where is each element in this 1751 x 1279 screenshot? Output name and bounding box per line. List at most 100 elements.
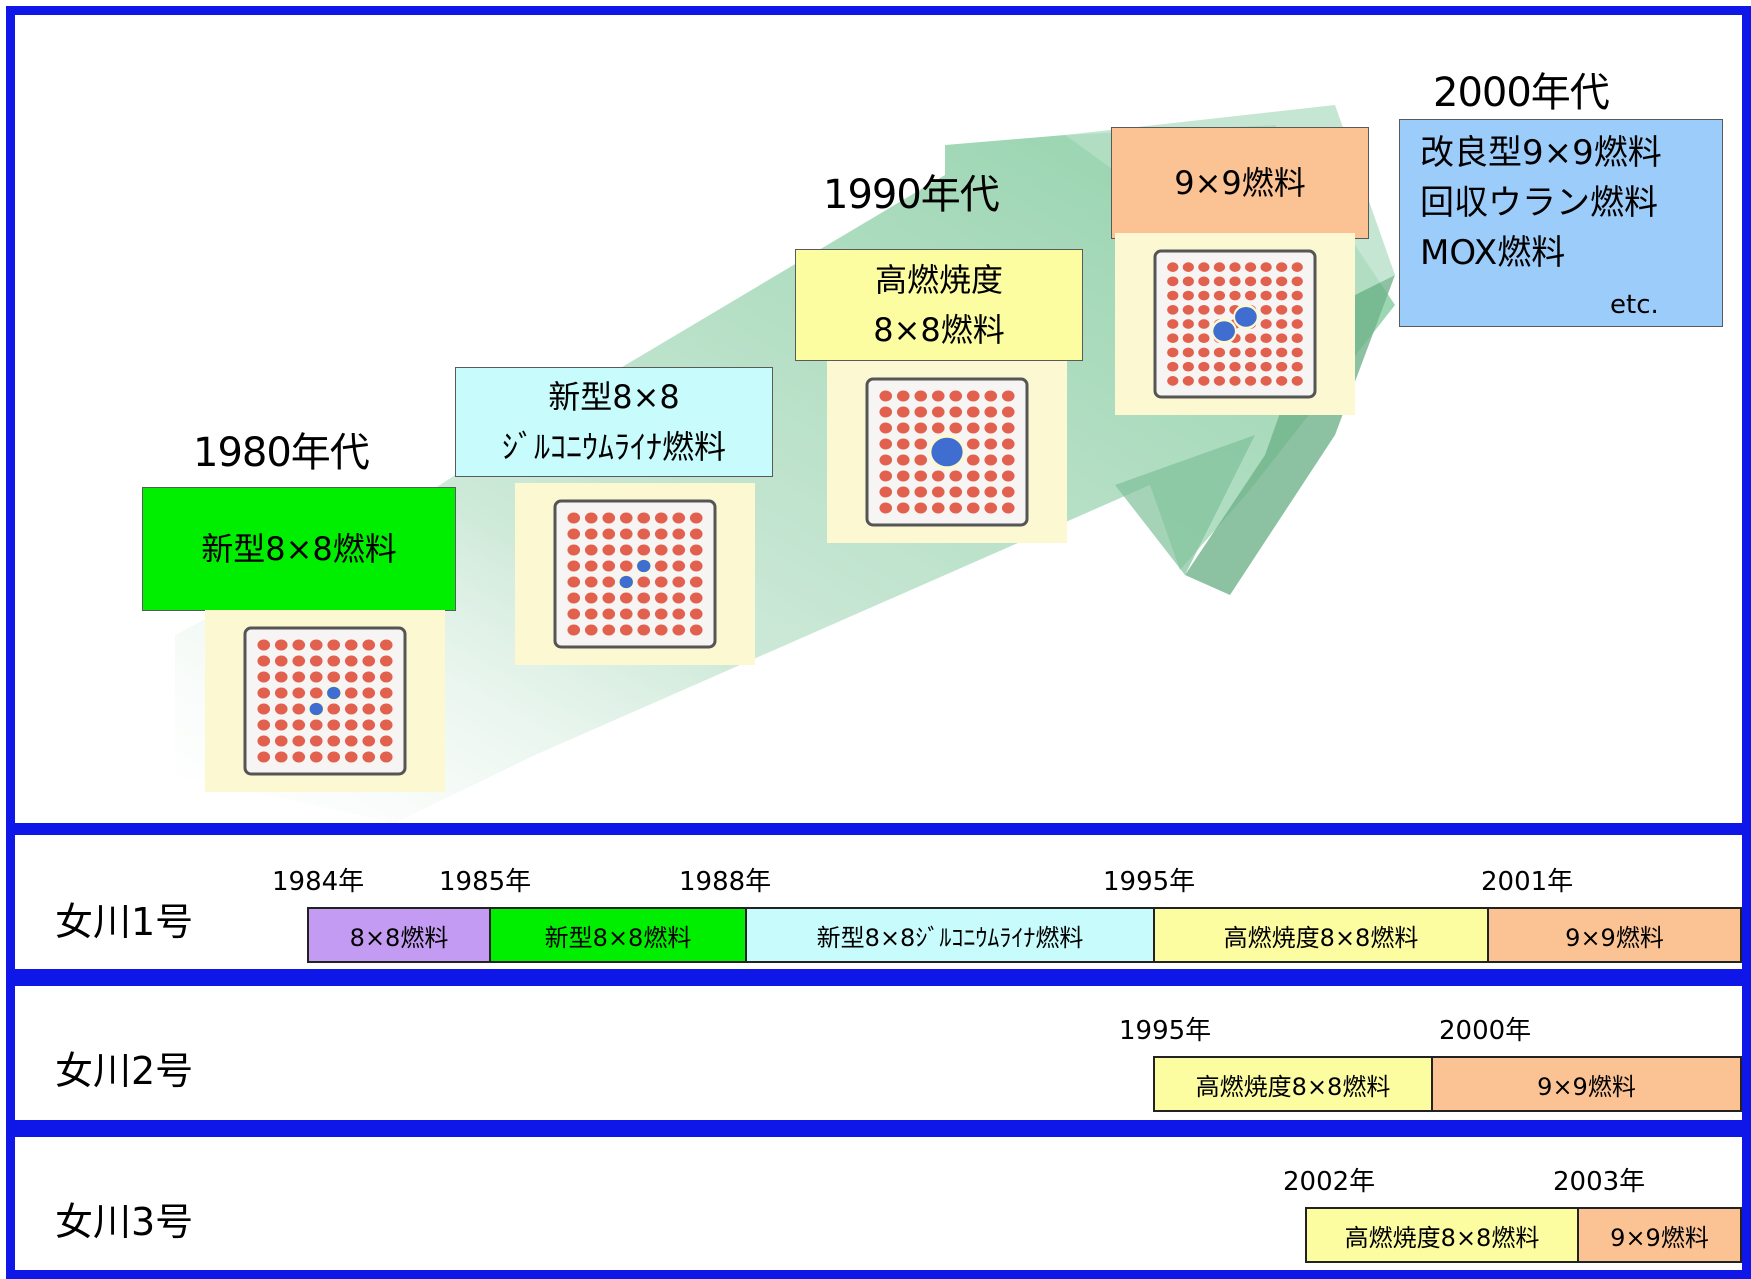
fuel-rod-dot: [619, 624, 633, 636]
fuel-rod-dot: [1229, 276, 1241, 287]
fuel-rod-dot: [362, 703, 376, 715]
fuel-rod-dot: [344, 719, 358, 731]
fuel-rod-dot: [984, 486, 998, 498]
timeline-segment-high-burnup-8x8: 高燃焼度8×8燃料: [1153, 1056, 1433, 1112]
fuel-rod-dot: [1001, 486, 1015, 498]
fuel-rod-dot: [327, 751, 341, 763]
fuel-rod-dot: [1167, 290, 1179, 301]
fuel-rod-dot: [672, 608, 686, 620]
fuel-rod-dot: [292, 751, 306, 763]
fuel-rod-dot: [1260, 304, 1272, 315]
fuel-rod-dot: [1167, 333, 1179, 344]
fuel-rod-dot: [1213, 276, 1226, 287]
fuel-rod-dot: [567, 512, 581, 524]
fuel-rod-dot: [274, 703, 288, 715]
segment-label: 高燃焼度8×8燃料: [1195, 1072, 1391, 1101]
fuel-rod-dot: [344, 655, 358, 667]
fuel-rod-dot: [362, 671, 376, 683]
segment-label: 高燃焼度8×8燃料: [1223, 923, 1419, 952]
fuel-rod-dot: [602, 576, 616, 588]
fuel-rod-dot: [966, 422, 980, 434]
fuel-rod-dot: [379, 655, 393, 667]
water-rod-dot: [931, 437, 963, 467]
fuel-rod-dot: [637, 544, 651, 556]
fuel-rod-dot: [654, 512, 668, 524]
fuel-rod-dot: [1244, 276, 1257, 287]
stage-box-high-burnup-8x8: 高燃焼度 8×8燃料: [795, 249, 1083, 361]
fuel-rod-dot: [309, 751, 323, 763]
fuel-rod-dot: [1260, 262, 1272, 272]
fuel-rod-dot: [1229, 347, 1241, 358]
fuel-rod-dot: [1291, 319, 1303, 329]
fuel-rod-dot: [567, 592, 581, 604]
fuel-rod-dot: [1001, 406, 1015, 418]
fuel-rod-dot: [896, 502, 910, 514]
fuel-rod-dot: [602, 544, 616, 556]
fuel-rod-dot: [379, 671, 393, 683]
timeline-segment-new-8x8-zr-liner: 新型8×8ｼﾞﾙｺﾆｳﾑﾗｲﾅ燃料: [745, 907, 1155, 963]
fuel-rod-dot: [1291, 376, 1303, 386]
fuel-rod-dot: [672, 544, 686, 556]
fuel-rod-dot: [584, 624, 598, 636]
fuel-rod-dot: [914, 422, 928, 434]
fuel-rod-dot: [896, 470, 910, 482]
fuel-rod-dot: [672, 512, 686, 524]
fuel-rod-dot: [257, 703, 271, 715]
fuel-rod-dot: [1244, 376, 1257, 386]
fuel-rod-dot: [1291, 347, 1303, 358]
fuel-rod-dot: [654, 624, 668, 636]
timeline-segment-8x8: 8×8燃料: [307, 907, 491, 963]
fuel-rod-dot: [1260, 319, 1272, 329]
fuel-rod-dot: [1229, 376, 1241, 386]
fuel-rod-dot: [1182, 361, 1194, 372]
fuel-rod-dot: [1213, 290, 1226, 301]
fuel-rod-dot: [879, 406, 893, 418]
fuel-rod-dot: [914, 454, 928, 466]
timeline-segment-9x9: 9×9燃料: [1577, 1207, 1742, 1263]
future-fuels-etc: etc.: [1610, 290, 1659, 320]
fuel-rod-dot: [274, 639, 288, 651]
fuel-rod-dot: [292, 655, 306, 667]
fuel-rod-dot: [602, 560, 616, 572]
fuel-rod-dot: [584, 512, 598, 524]
fuel-rod-dot: [1276, 347, 1288, 358]
unit-name: 女川2号: [55, 1049, 194, 1093]
fuel-rod-dot: [309, 735, 323, 747]
fuel-rod-dot: [292, 687, 306, 699]
fuel-rod-dot: [654, 608, 668, 620]
fuel-rod-dot: [1291, 304, 1303, 315]
fuel-rod-dot: [914, 502, 928, 514]
fuel-rod-dot: [1244, 333, 1257, 344]
fuel-rod-dot: [931, 502, 945, 514]
fuel-rod-dot: [896, 438, 910, 450]
fuel-rod-dot: [274, 751, 288, 763]
decade-1980s: 1980年代: [193, 430, 370, 476]
fuel-rod-dot: [344, 703, 358, 715]
fuel-rod-dot: [984, 502, 998, 514]
fuel-rod-dot: [1229, 290, 1241, 301]
fuel-rod-dot: [879, 390, 893, 402]
segment-label: 新型8×8ｼﾞﾙｺﾆｳﾑﾗｲﾅ燃料: [816, 923, 1084, 952]
fuel-rod-dot: [584, 544, 598, 556]
fuel-rod-dot: [327, 703, 341, 715]
fuel-rod-dot: [689, 512, 703, 524]
fuel-rod-dot: [257, 719, 271, 731]
fuel-rod-dot: [602, 528, 616, 540]
fuel-rod-dot: [1182, 304, 1194, 315]
fuel-rod-dot: [1276, 304, 1288, 315]
fuel-rod-dot: [637, 592, 651, 604]
fuel-rod-dot: [274, 655, 288, 667]
fuel-rod-dot: [1001, 422, 1015, 434]
fuel-rod-dot: [949, 470, 963, 482]
fuel-rod-dot: [257, 735, 271, 747]
unit-name: 女川3号: [55, 1200, 194, 1244]
fuel-rod-dot: [966, 390, 980, 402]
fuel-rod-dot: [914, 438, 928, 450]
fuel-rod-dot: [619, 608, 633, 620]
fuel-rod-dot: [879, 438, 893, 450]
stage-label-line2: 8×8燃料: [873, 311, 1005, 349]
fuel-rod-dot: [379, 639, 393, 651]
fuel-rod-dot: [879, 502, 893, 514]
fuel-rod-dot: [567, 608, 581, 620]
fuel-rod-dot: [879, 470, 893, 482]
